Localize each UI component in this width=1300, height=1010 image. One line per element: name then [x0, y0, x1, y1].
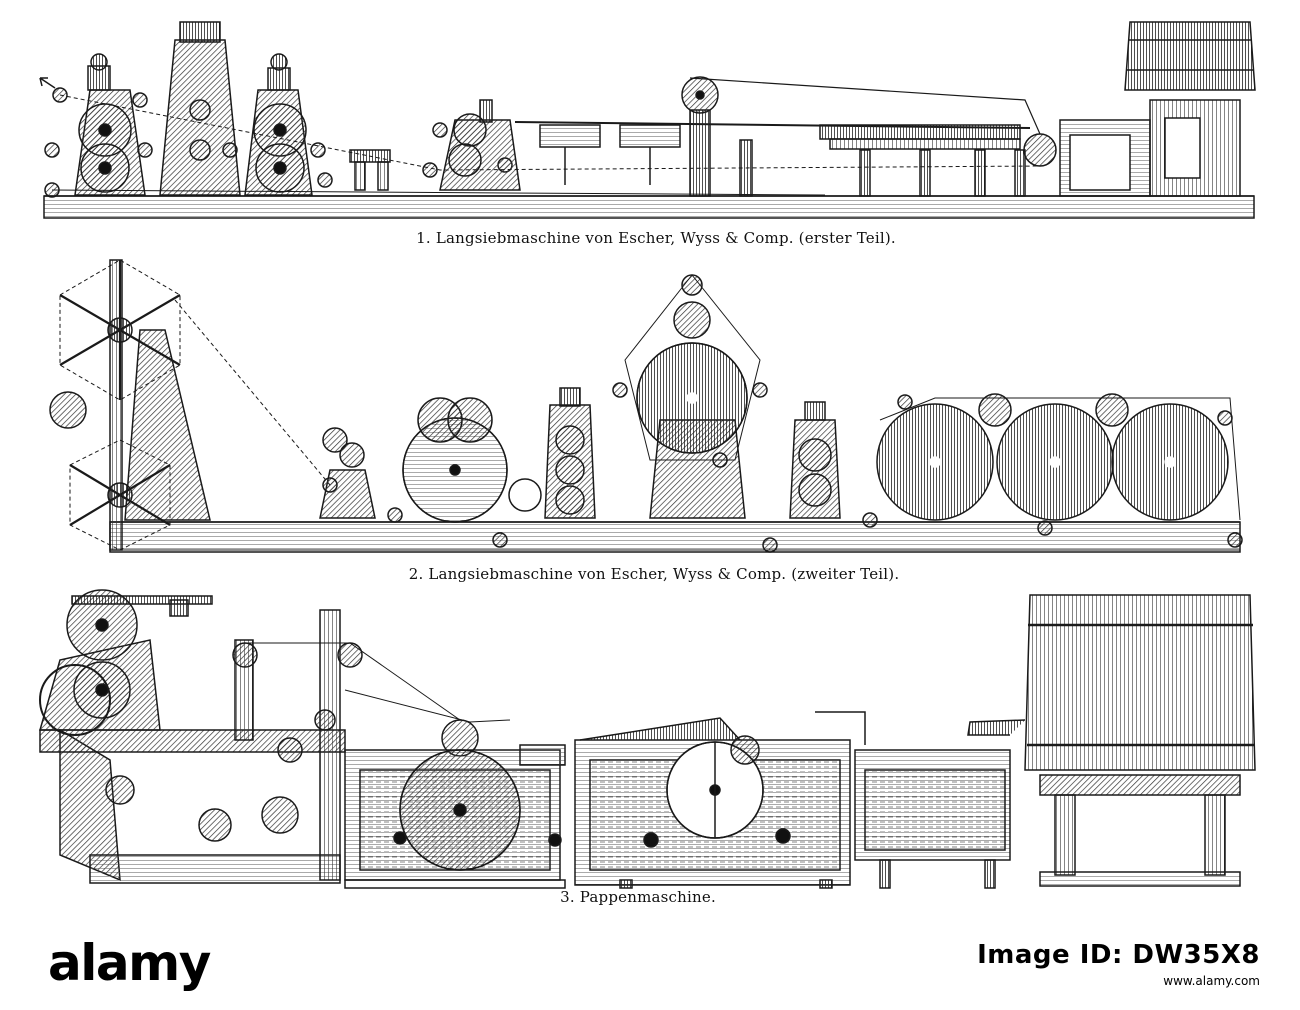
- machine-3-drawing: [39, 589, 1256, 889]
- site-url: www.alamy.com: [1163, 974, 1260, 988]
- caption-machine-2: 2. Langsiebmaschine von Escher, Wyss & C…: [408, 565, 900, 583]
- image-id: Image ID: DW35X8: [977, 940, 1260, 970]
- machine-2-drawing: [49, 259, 1243, 553]
- machine-1-drawing: [39, 21, 1256, 219]
- image-meta: Image ID: DW35X8 www.alamy.com: [977, 940, 1260, 988]
- alamy-logo: alamy: [48, 934, 211, 992]
- engraving-plate: [39, 21, 1256, 889]
- caption-machine-1: 1. Langsiebmaschine von Escher, Wyss & C…: [416, 229, 896, 247]
- caption-machine-3: 3. Pappenmaschine.: [560, 888, 716, 906]
- stock-footer: alamy Image ID: DW35X8 www.alamy.com: [0, 910, 1300, 1010]
